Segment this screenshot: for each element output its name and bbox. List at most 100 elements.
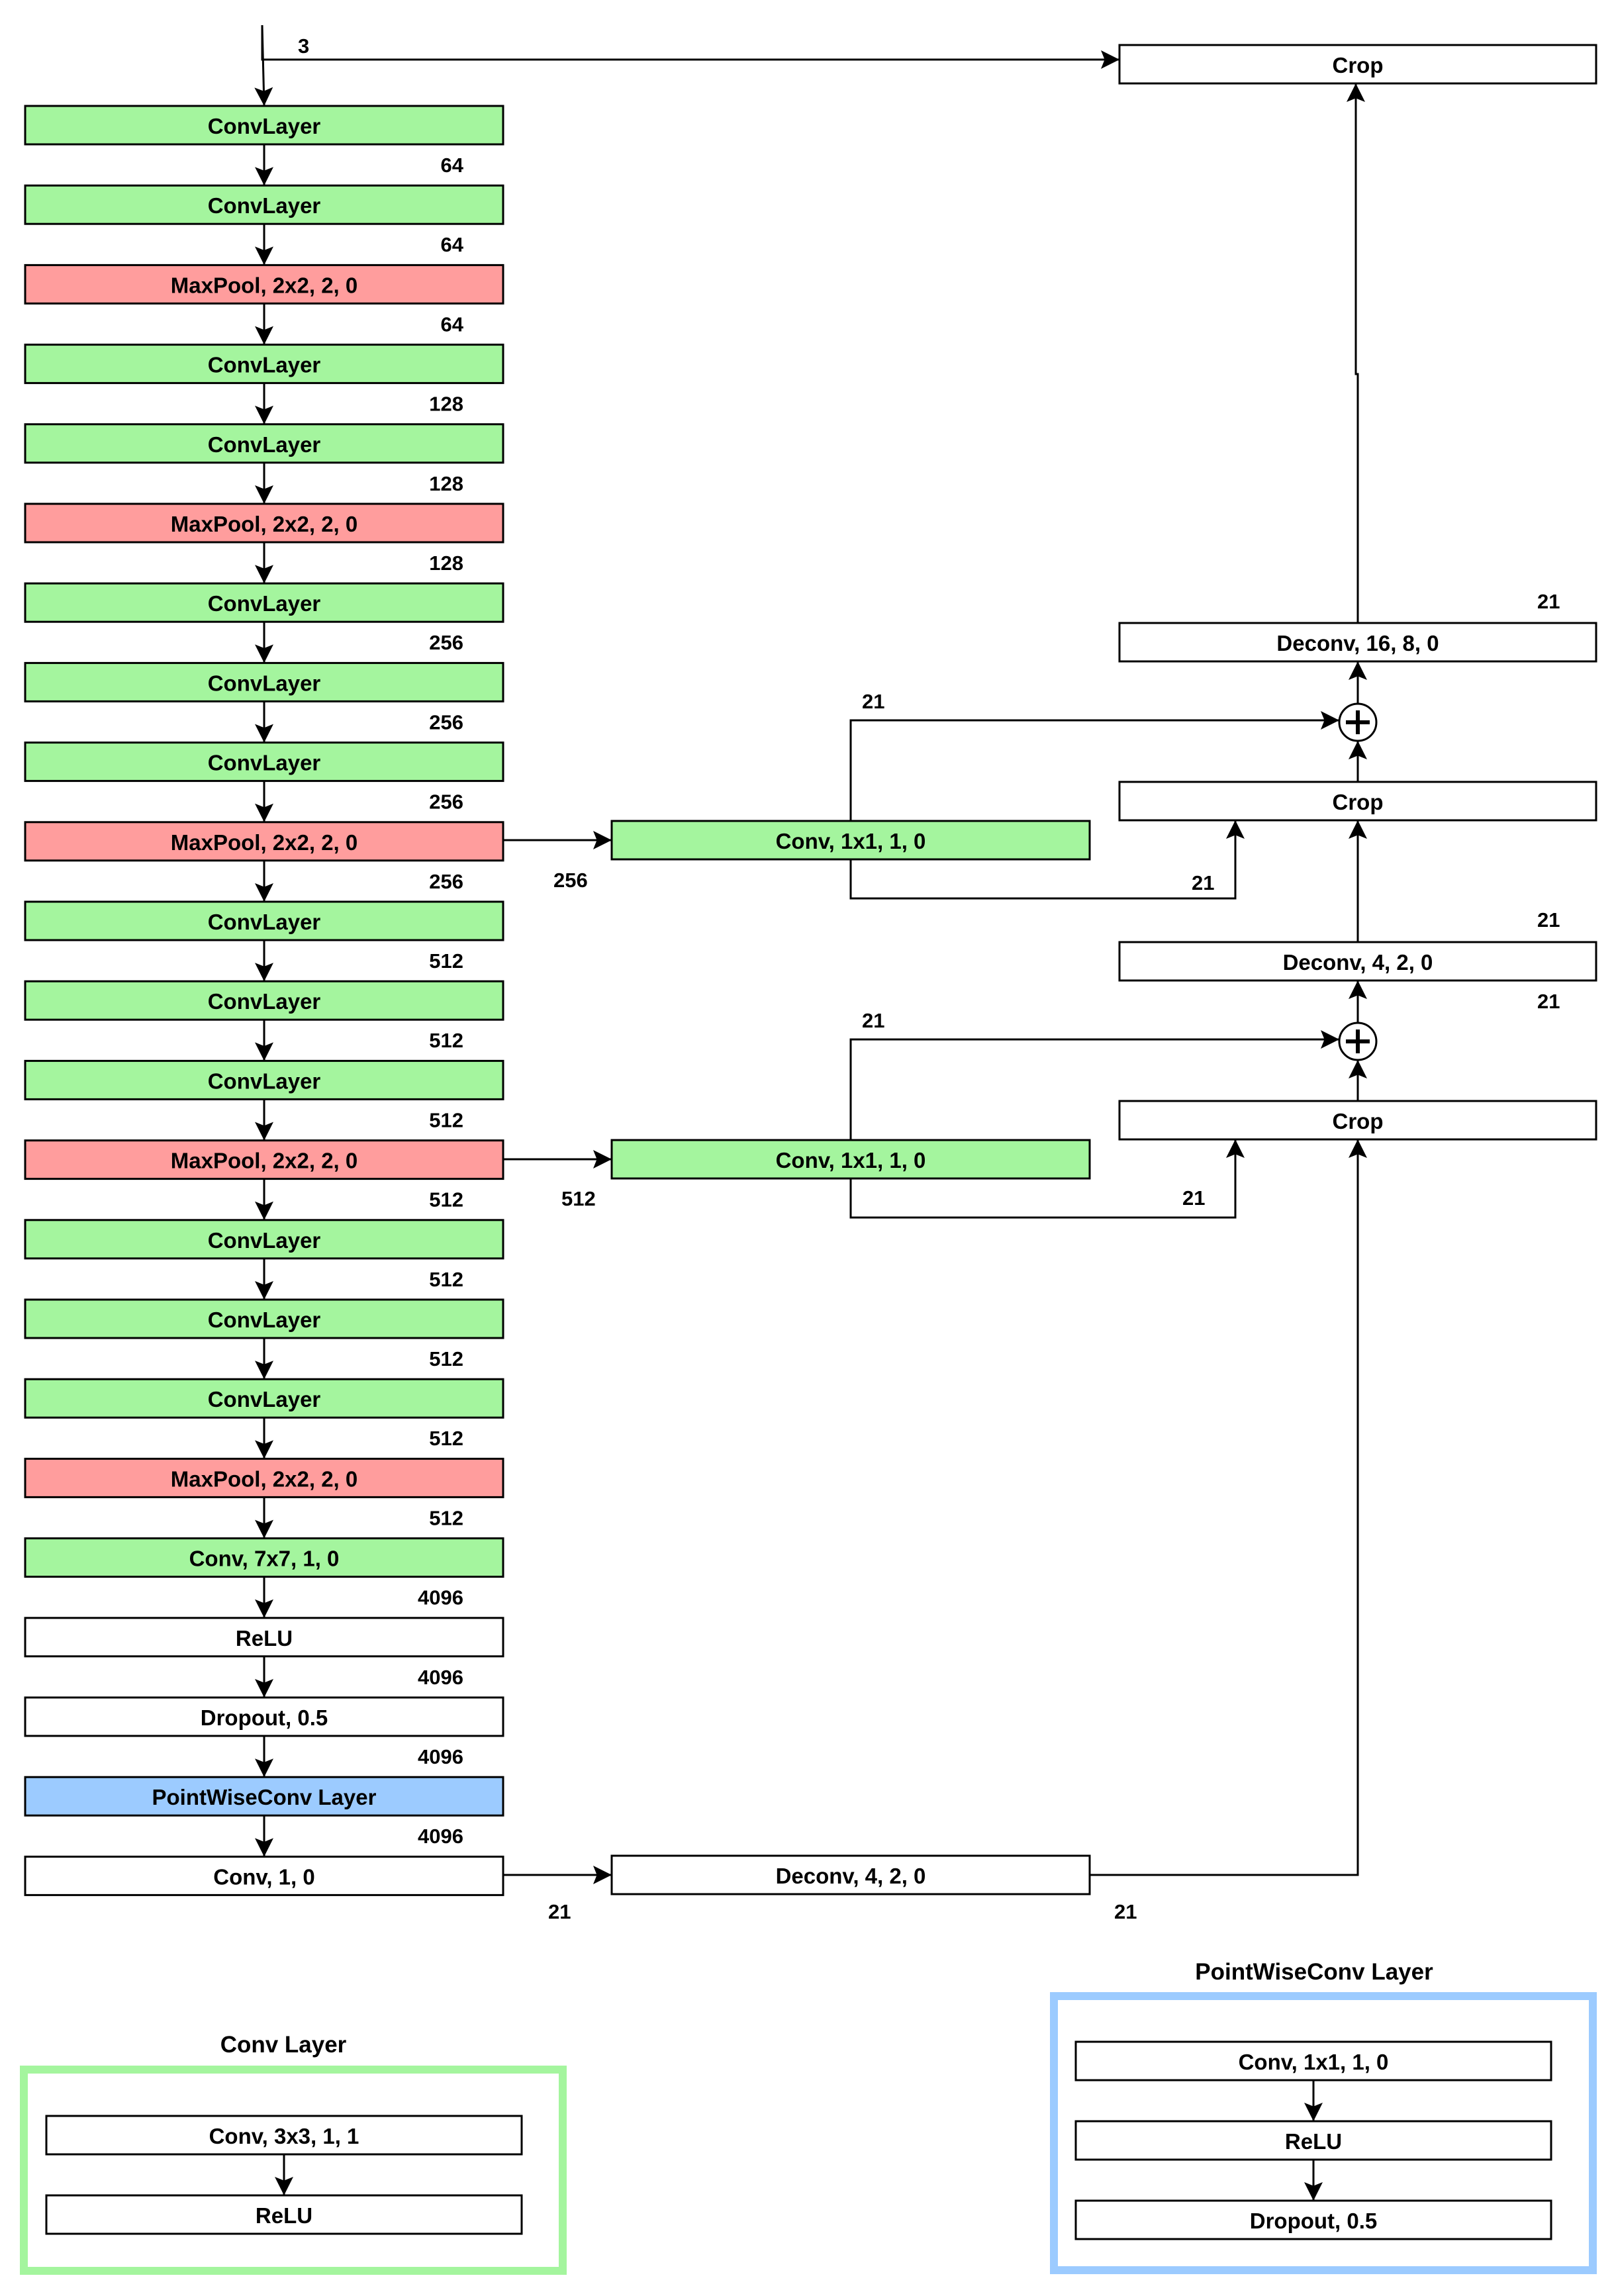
layer-label: ConvLayer — [208, 1308, 321, 1332]
channel-count-label: 64 — [441, 312, 464, 336]
layer-box-8: ConvLayer — [24, 661, 504, 702]
layer-box-17: ConvLayer — [24, 1378, 504, 1419]
legend-conv-item-box — [45, 2115, 523, 2156]
channel-count-label: 512 — [429, 1108, 463, 1131]
layer-box-14: MaxPool, 2x2, 2, 0 — [24, 1139, 504, 1180]
layer-label: ConvLayer — [208, 1069, 321, 1093]
layer-box-1: ConvLayer — [24, 105, 504, 146]
layer-label: MaxPool, 2x2, 2, 0 — [171, 1149, 357, 1173]
layer-label: ConvLayer — [208, 910, 321, 934]
layer-label: ConvLayer — [208, 193, 321, 218]
layer-rect — [24, 344, 504, 385]
layer-rect — [24, 502, 504, 544]
layer-box-10: MaxPool, 2x2, 2, 0 — [24, 821, 504, 862]
channel-count-label: 512 — [429, 1427, 463, 1450]
score-pool4-label: Conv, 1x1, 1, 0 — [776, 829, 926, 853]
legend-pointwise-item-1: Conv, 1x1, 1, 0 — [1239, 2050, 1389, 2074]
layer-rect — [24, 1855, 504, 1896]
layer-label: ConvLayer — [208, 353, 321, 377]
input-channels-label: 3 — [298, 34, 309, 58]
layer-label: MaxPool, 2x2, 2, 0 — [171, 830, 357, 855]
channel-count-label: 4096 — [418, 1666, 463, 1689]
channel-count-label: 4096 — [418, 1745, 463, 1768]
layer-rect — [24, 184, 504, 225]
deconv-mid-out-label: 21 — [1537, 908, 1560, 932]
layer-box-21: Dropout, 0.5 — [24, 1696, 504, 1737]
score-pool3-label: Conv, 1x1, 1, 0 — [776, 1148, 926, 1172]
score-pool3-to-crop-arrow — [849, 1139, 1245, 1219]
crop-mid-label: Crop — [1333, 790, 1384, 814]
score-pool3-up-label: 21 — [862, 1009, 884, 1032]
crop-top-label: Crop — [1333, 53, 1384, 77]
upscore2-label: Deconv, 4, 2, 0 — [776, 1864, 926, 1888]
layer-box-23: Conv, 1, 0 — [24, 1855, 504, 1896]
layer-rect — [24, 1378, 504, 1419]
layer-box-22: PointWiseConv Layer — [24, 1776, 504, 1817]
layer-rect — [24, 1298, 504, 1339]
channel-count-label: 256 — [429, 870, 463, 893]
legend-pointwise-title: PointWiseConv Layer — [1195, 1959, 1433, 1985]
upscore2-box: Deconv, 4, 2, 0 — [610, 1854, 1091, 1895]
score-pool3-to-sum-arrow — [849, 1030, 1339, 1140]
deconv-mid-label: Deconv, 4, 2, 0 — [1283, 950, 1433, 975]
channel-count-label: 512 — [429, 1029, 463, 1052]
layer-label: MaxPool, 2x2, 2, 0 — [171, 512, 357, 536]
score-out-label: 21 — [548, 1900, 571, 1923]
score-pool4-to-sum-arrow — [849, 711, 1339, 821]
channel-count-label: 256 — [429, 790, 463, 814]
legend-conv-item-1: Conv, 3x3, 1, 1 — [209, 2124, 359, 2148]
legend-conv-layer: Conv Layer Conv, 3x3, 1, 1 ReLU — [20, 2032, 567, 2275]
layer-box-13: ConvLayer — [24, 1059, 504, 1100]
pool4-branch-in-label: 256 — [553, 869, 588, 892]
layer-label: ConvLayer — [208, 1228, 321, 1253]
connections: 6464641281281282562562562565125125125125… — [254, 24, 464, 1857]
layer-box-18: MaxPool, 2x2, 2, 0 — [24, 1457, 504, 1498]
layer-label: PointWiseConv Layer — [152, 1785, 377, 1809]
layer-box-16: ConvLayer — [24, 1298, 504, 1339]
legend-conv-item-2: ReLU — [256, 2203, 312, 2228]
pool3-branch-in-label: 512 — [561, 1187, 596, 1210]
score-pool4-up-label: 21 — [862, 690, 884, 713]
legend-pw-item-box-1 — [1074, 2040, 1552, 2081]
sum-node-bottom — [1338, 1022, 1378, 1061]
deconv-top-to-crop-arrow — [1347, 83, 1365, 623]
deconv-mid-in-label: 21 — [1537, 990, 1560, 1013]
channel-count-label: 128 — [429, 551, 463, 575]
channel-count-label: 128 — [429, 393, 463, 416]
layer-box-12: ConvLayer — [24, 980, 504, 1021]
layer-box-5: ConvLayer — [24, 423, 504, 464]
layer-box-15: ConvLayer — [24, 1219, 504, 1260]
layer-box-7: ConvLayer — [24, 582, 504, 623]
layer-box-11: ConvLayer — [24, 900, 504, 941]
channel-count-label: 4096 — [418, 1825, 463, 1848]
channel-count-label: 256 — [429, 631, 463, 654]
layer-box-19: Conv, 7x7, 1, 0 — [24, 1537, 504, 1578]
layer-label: ReLU — [236, 1626, 293, 1650]
layer-box-4: ConvLayer — [24, 344, 504, 385]
legend-conv-frame — [20, 2066, 567, 2275]
layer-rect — [24, 105, 504, 146]
layer-box-2: ConvLayer — [24, 184, 504, 225]
layer-rect — [24, 1457, 504, 1498]
deconv-top-label: Deconv, 16, 8, 0 — [1276, 631, 1439, 655]
channel-count-label: 256 — [429, 710, 463, 734]
score-pool4-down-label: 21 — [1192, 871, 1214, 894]
layer-label: Dropout, 0.5 — [201, 1705, 328, 1730]
layer-label: Conv, 7x7, 1, 0 — [189, 1547, 340, 1571]
channel-count-label: 4096 — [418, 1586, 463, 1609]
legend-conv-title: Conv Layer — [220, 2032, 347, 2058]
layer-rect — [24, 661, 504, 702]
layer-label: MaxPool, 2x2, 2, 0 — [171, 1466, 357, 1491]
legend-pointwise-item-3: Dropout, 0.5 — [1250, 2209, 1378, 2233]
channel-count-label: 64 — [441, 154, 464, 177]
channel-count-label: 512 — [429, 949, 463, 973]
upscore-out-label: 21 — [1114, 1900, 1137, 1923]
score-pool3-box: Conv, 1x1, 1, 0 — [610, 1139, 1091, 1180]
layer-label: Conv, 1, 0 — [213, 1864, 314, 1889]
channel-count-label: 512 — [429, 1347, 463, 1370]
legend-pointwise-frame — [1050, 1992, 1597, 2274]
layer-label: ConvLayer — [208, 989, 321, 1014]
deconv-mid-box: Deconv, 4, 2, 0 — [1118, 941, 1597, 982]
